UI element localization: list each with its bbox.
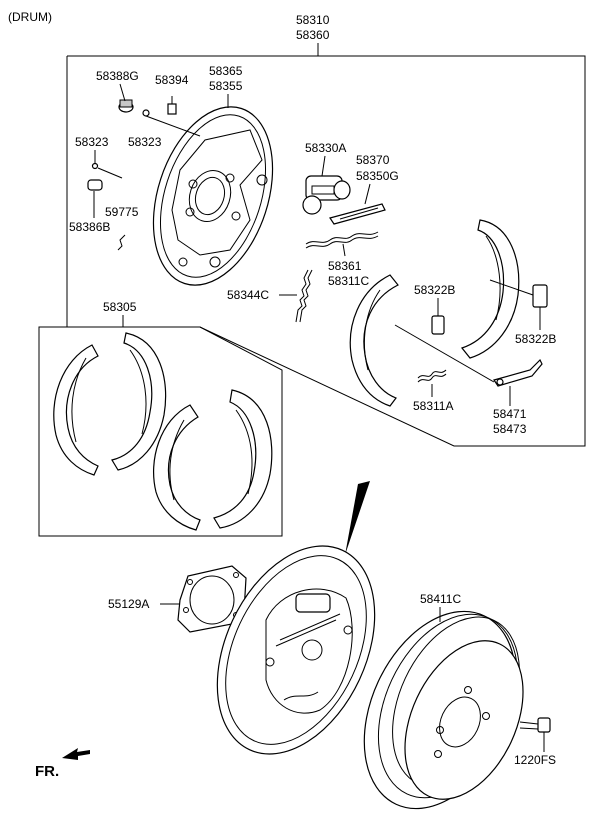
leader-shoe-right	[489, 279, 534, 296]
label-58323-a: 58323	[128, 135, 162, 149]
parking-lever	[493, 358, 543, 387]
assembled-brake	[216, 545, 376, 755]
wheel-cylinder	[302, 175, 351, 215]
adjuster-assembly	[329, 203, 386, 225]
label-58394: 58394	[155, 73, 189, 87]
label-58323-b: 58323	[75, 135, 109, 149]
shoe-pair-1	[53, 332, 167, 476]
wedge-pointer	[345, 481, 370, 555]
label-58322B-b: 58322B	[515, 332, 556, 346]
retainer-clip-a	[431, 315, 445, 335]
label-58322B-a: 58322B	[414, 283, 455, 297]
leader-58388G	[119, 83, 126, 102]
label-58473: 58473	[493, 422, 527, 436]
return-spring	[417, 369, 447, 383]
leader-adjuster	[364, 183, 371, 205]
drum-bolt	[519, 717, 551, 733]
leader-58361	[342, 243, 346, 257]
lower-spring	[295, 269, 313, 323]
label-58471: 58471	[493, 407, 527, 421]
label-59775: 59775	[105, 205, 139, 219]
brake-shoe-upper-left	[349, 274, 399, 407]
small-bolt	[117, 234, 126, 251]
label-58330A: 58330A	[305, 141, 346, 155]
hold-down-pin-left	[91, 162, 123, 179]
label-58388G: 58388G	[96, 69, 139, 83]
front-label: FR.	[35, 763, 59, 780]
retainer-clip-b	[532, 284, 548, 308]
label-58344C: 58344C	[227, 288, 269, 302]
front-arrow-icon	[62, 748, 90, 760]
diagram-title: (DRUM)	[8, 10, 52, 24]
label-assembly-58310: 58310	[296, 13, 330, 27]
spring-cup	[87, 179, 103, 191]
gasket	[177, 565, 247, 633]
upper-spring	[305, 231, 379, 249]
backing-plate	[152, 106, 274, 286]
shoe-kit-frame	[38, 326, 283, 537]
bleeder-screw	[167, 96, 177, 115]
plug-part	[118, 99, 134, 113]
label-58361: 58361	[328, 259, 362, 273]
label-58355: 58355	[209, 79, 243, 93]
label-58311A: 58311A	[413, 399, 453, 413]
label-1220FS: 1220FS	[514, 753, 556, 767]
brake-drum	[363, 610, 524, 810]
leader-58330A	[321, 155, 326, 177]
leader-shoe-left	[394, 324, 495, 383]
label-58386B: 58386B	[69, 220, 110, 234]
label-58370: 58370	[356, 153, 390, 167]
label-assembly-58360: 58360	[296, 28, 330, 42]
shoe-pair-2	[153, 389, 273, 531]
label-58350G: 58350G	[356, 169, 399, 183]
label-58365: 58365	[209, 64, 243, 78]
brake-shoe-upper-right	[460, 219, 520, 359]
label-58311C: 58311C	[328, 274, 369, 288]
label-58305: 58305	[103, 300, 137, 314]
hold-down-pin	[142, 109, 201, 137]
label-58411C: 58411C	[420, 592, 461, 606]
label-55129A: 55129A	[108, 597, 149, 611]
